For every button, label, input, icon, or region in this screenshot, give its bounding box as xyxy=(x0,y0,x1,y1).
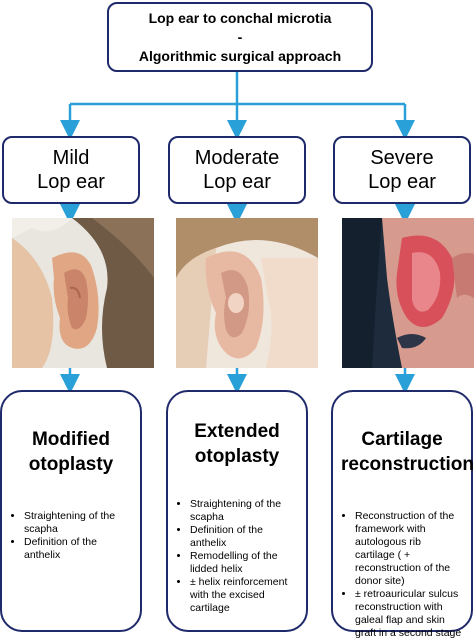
procedure-step: ± helix reinforcement with the excised c… xyxy=(190,576,298,615)
severe-ear-photo xyxy=(342,218,474,368)
procedure-box-moderate: Extended otoplasty Straightening of the … xyxy=(166,390,308,632)
procedure-title-line-2: otoplasty xyxy=(194,446,280,467)
title-line-1: Lop ear to conchal microtia xyxy=(148,9,332,26)
diagram-title-box: Lop ear to conchal microtia - Algorithmi… xyxy=(107,2,373,72)
procedure-step: Reconstruction of the framework with aut… xyxy=(355,510,463,588)
severity-label: Severe xyxy=(370,147,434,169)
severity-box-mild: Mild Lop ear xyxy=(2,136,140,204)
procedure-step: Definition of the anthelix xyxy=(190,524,298,550)
moderate-ear-photo xyxy=(176,218,318,368)
title-line-2: - xyxy=(237,28,243,45)
procedure-steps: Straightening of the scapha Definition o… xyxy=(176,498,298,615)
procedure-title-line-2: otoplasty xyxy=(28,454,114,475)
severity-sublabel: Lop ear xyxy=(203,171,271,193)
procedure-step: Straightening of the scapha xyxy=(24,510,132,536)
procedure-title-line-1: Cartilage xyxy=(361,429,443,450)
procedure-title-line-1: Extended xyxy=(194,421,280,442)
title-line-3: Algorithmic surgical approach xyxy=(138,47,342,64)
severity-box-severe: Severe Lop ear xyxy=(333,136,471,204)
procedure-step: Definition of the anthelix xyxy=(24,536,132,562)
procedure-title-line-2: reconstruction xyxy=(341,454,474,475)
procedure-steps: Straightening of the scapha Definition o… xyxy=(10,510,132,562)
procedure-title: Modified otoplasty xyxy=(10,422,132,482)
severity-label: Mild xyxy=(52,147,90,169)
severity-box-moderate: Moderate Lop ear xyxy=(168,136,306,204)
severity-sublabel: Lop ear xyxy=(37,171,105,193)
procedure-box-severe: Cartilage reconstruction Reconstruction … xyxy=(331,390,474,639)
severity-sublabel: Lop ear xyxy=(368,171,436,193)
procedure-steps: Reconstruction of the framework with aut… xyxy=(341,510,463,640)
procedure-step: Remodelling of the lidded helix xyxy=(190,550,298,576)
procedure-title: Extended otoplasty xyxy=(176,414,298,474)
severity-label: Moderate xyxy=(194,147,280,169)
procedure-step: ± retroauricular sulcus reconstruction w… xyxy=(355,588,463,640)
procedure-box-mild: Modified otoplasty Straightening of the … xyxy=(0,390,142,632)
procedure-title: Cartilage reconstruction xyxy=(341,422,474,482)
procedure-title-line-1: Modified xyxy=(31,429,111,450)
procedure-step: Straightening of the scapha xyxy=(190,498,298,524)
mild-ear-photo xyxy=(12,218,154,368)
